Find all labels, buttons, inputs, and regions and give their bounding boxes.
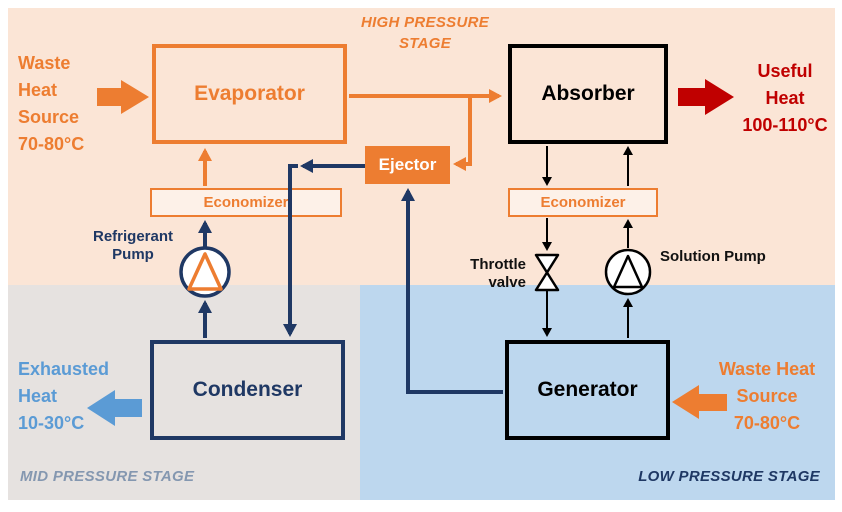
evaporator-box: Evaporator	[152, 44, 347, 144]
flow-label-line: Source	[736, 386, 798, 406]
label-line: valve	[488, 274, 526, 291]
solution-pump-label: Solution Pump	[660, 248, 766, 265]
mid-pressure-region	[8, 285, 360, 500]
economizer-left-label: Economizer	[203, 194, 289, 211]
absorber-label: Absorber	[541, 82, 635, 105]
flow-label-line: Heat	[18, 386, 58, 406]
mid-pressure-stage-label: MID PRESSURE STAGE	[20, 468, 195, 485]
economizer-right-box: Economizer	[508, 188, 658, 217]
flow-label-line: Exhausted	[18, 359, 110, 379]
label-line: Throttle	[470, 256, 526, 273]
flow-label-line: Heat	[18, 80, 58, 100]
stage-label-line: HIGH PRESSURE	[360, 14, 490, 31]
stage-label-line: STAGE	[398, 35, 452, 52]
label-line: Pump	[112, 246, 154, 263]
waste-heat-source-bottom-label: Waste Heat Source 70-80°C	[700, 356, 834, 437]
useful-heat-label: Useful Heat 100-110°C	[734, 58, 836, 139]
economizer-left-box: Economizer	[150, 188, 342, 217]
evaporator-label: Evaporator	[194, 82, 305, 105]
flow-label-line: 70-80°C	[18, 134, 85, 154]
ejector-label: Ejector	[378, 155, 437, 174]
absorber-box: Absorber	[508, 44, 668, 144]
waste-heat-source-top-label: Waste Heat Source 70-80°C	[18, 50, 84, 158]
generator-label: Generator	[537, 378, 638, 401]
flow-label-line: Source	[18, 107, 80, 127]
generator-box: Generator	[505, 340, 670, 440]
flow-label-line: 100-110°C	[742, 115, 828, 135]
economizer-right-label: Economizer	[540, 194, 626, 211]
condenser-label: Condenser	[192, 378, 303, 401]
flow-label-line: Useful	[757, 61, 813, 81]
high-pressure-stage-label: HIGH PRESSURE STAGE	[330, 12, 520, 54]
label-line: Refrigerant	[92, 228, 174, 245]
flow-label-line: 70-80°C	[733, 413, 801, 433]
flow-label-line: Waste Heat	[718, 359, 816, 379]
low-pressure-stage-label: LOW PRESSURE STAGE	[638, 468, 820, 485]
flow-label-line: Waste	[18, 53, 71, 73]
throttle-valve-label: Throttle valve	[448, 256, 526, 292]
flow-label-line: Heat	[765, 88, 805, 108]
refrigerant-pump-label: Refrigerant Pump	[86, 228, 180, 264]
exhausted-heat-label: Exhausted Heat 10-30°C	[18, 356, 109, 437]
condenser-box: Condenser	[150, 340, 345, 440]
ejector-box: Ejector	[365, 146, 450, 184]
flow-label-line: 10-30°C	[18, 413, 85, 433]
